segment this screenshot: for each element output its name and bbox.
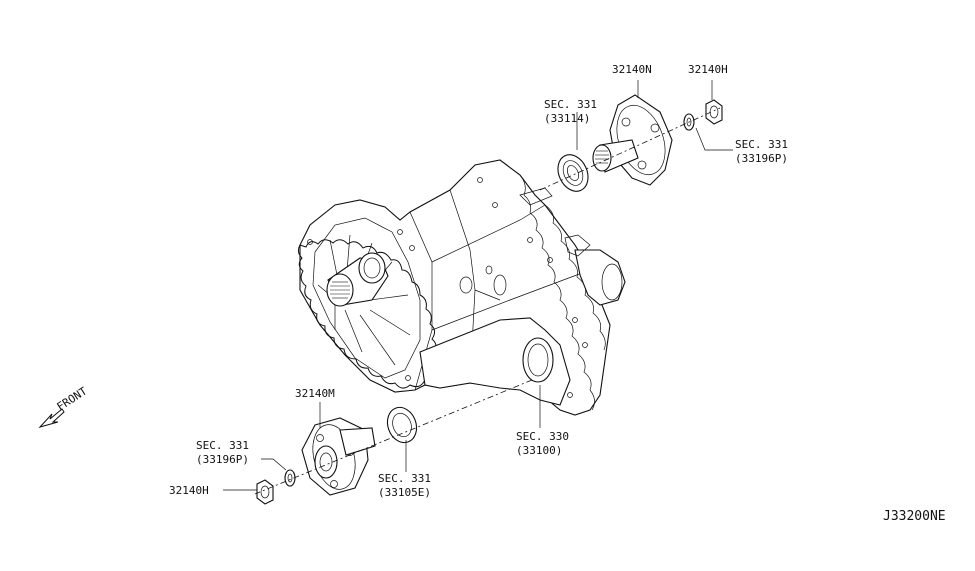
- callout-33196p-rear: (33196P): [735, 152, 788, 165]
- front-direction-indicator: FRONT: [38, 384, 90, 428]
- callout-sec330: SEC. 330: [516, 430, 569, 443]
- callout-32140h-rear: 32140H: [688, 63, 728, 76]
- leader-lines: [223, 80, 733, 491]
- rear-flange-nut: [705, 99, 723, 125]
- rear-oil-seal: [557, 154, 589, 192]
- callout-32140n: 32140N: [612, 63, 652, 76]
- assembly-axis-lines: [254, 107, 721, 495]
- front-washer: [284, 469, 296, 487]
- callout-33105e: (33105E): [378, 486, 431, 499]
- callout-33100: (33100): [516, 444, 562, 457]
- callout-sec331-washer-rear: SEC. 331: [735, 138, 788, 151]
- callout-labels: 32140N 32140H SEC. 331 (33114) SEC. 331 …: [169, 63, 788, 499]
- front-arrow-icon: [38, 408, 65, 428]
- front-oil-seal: [386, 406, 418, 444]
- front-label: FRONT: [55, 384, 90, 413]
- callout-33114: (33114): [544, 112, 590, 125]
- diagram-id: J33200NE: [883, 509, 946, 524]
- callout-sec331-washer-front: SEC. 331: [196, 439, 249, 452]
- callout-33196p-front: (33196P): [196, 453, 249, 466]
- front-companion-flange: [301, 417, 376, 496]
- rear-companion-flange: [592, 94, 673, 186]
- callout-32140h-front: 32140H: [169, 484, 209, 497]
- callout-32140m: 32140M: [295, 387, 335, 400]
- transfer-case-assembly: [297, 159, 626, 416]
- callout-sec331-seal-rear: SEC. 331: [544, 98, 597, 111]
- front-flange-nut: [256, 479, 274, 505]
- callout-sec331-seal-front: SEC. 331: [378, 472, 431, 485]
